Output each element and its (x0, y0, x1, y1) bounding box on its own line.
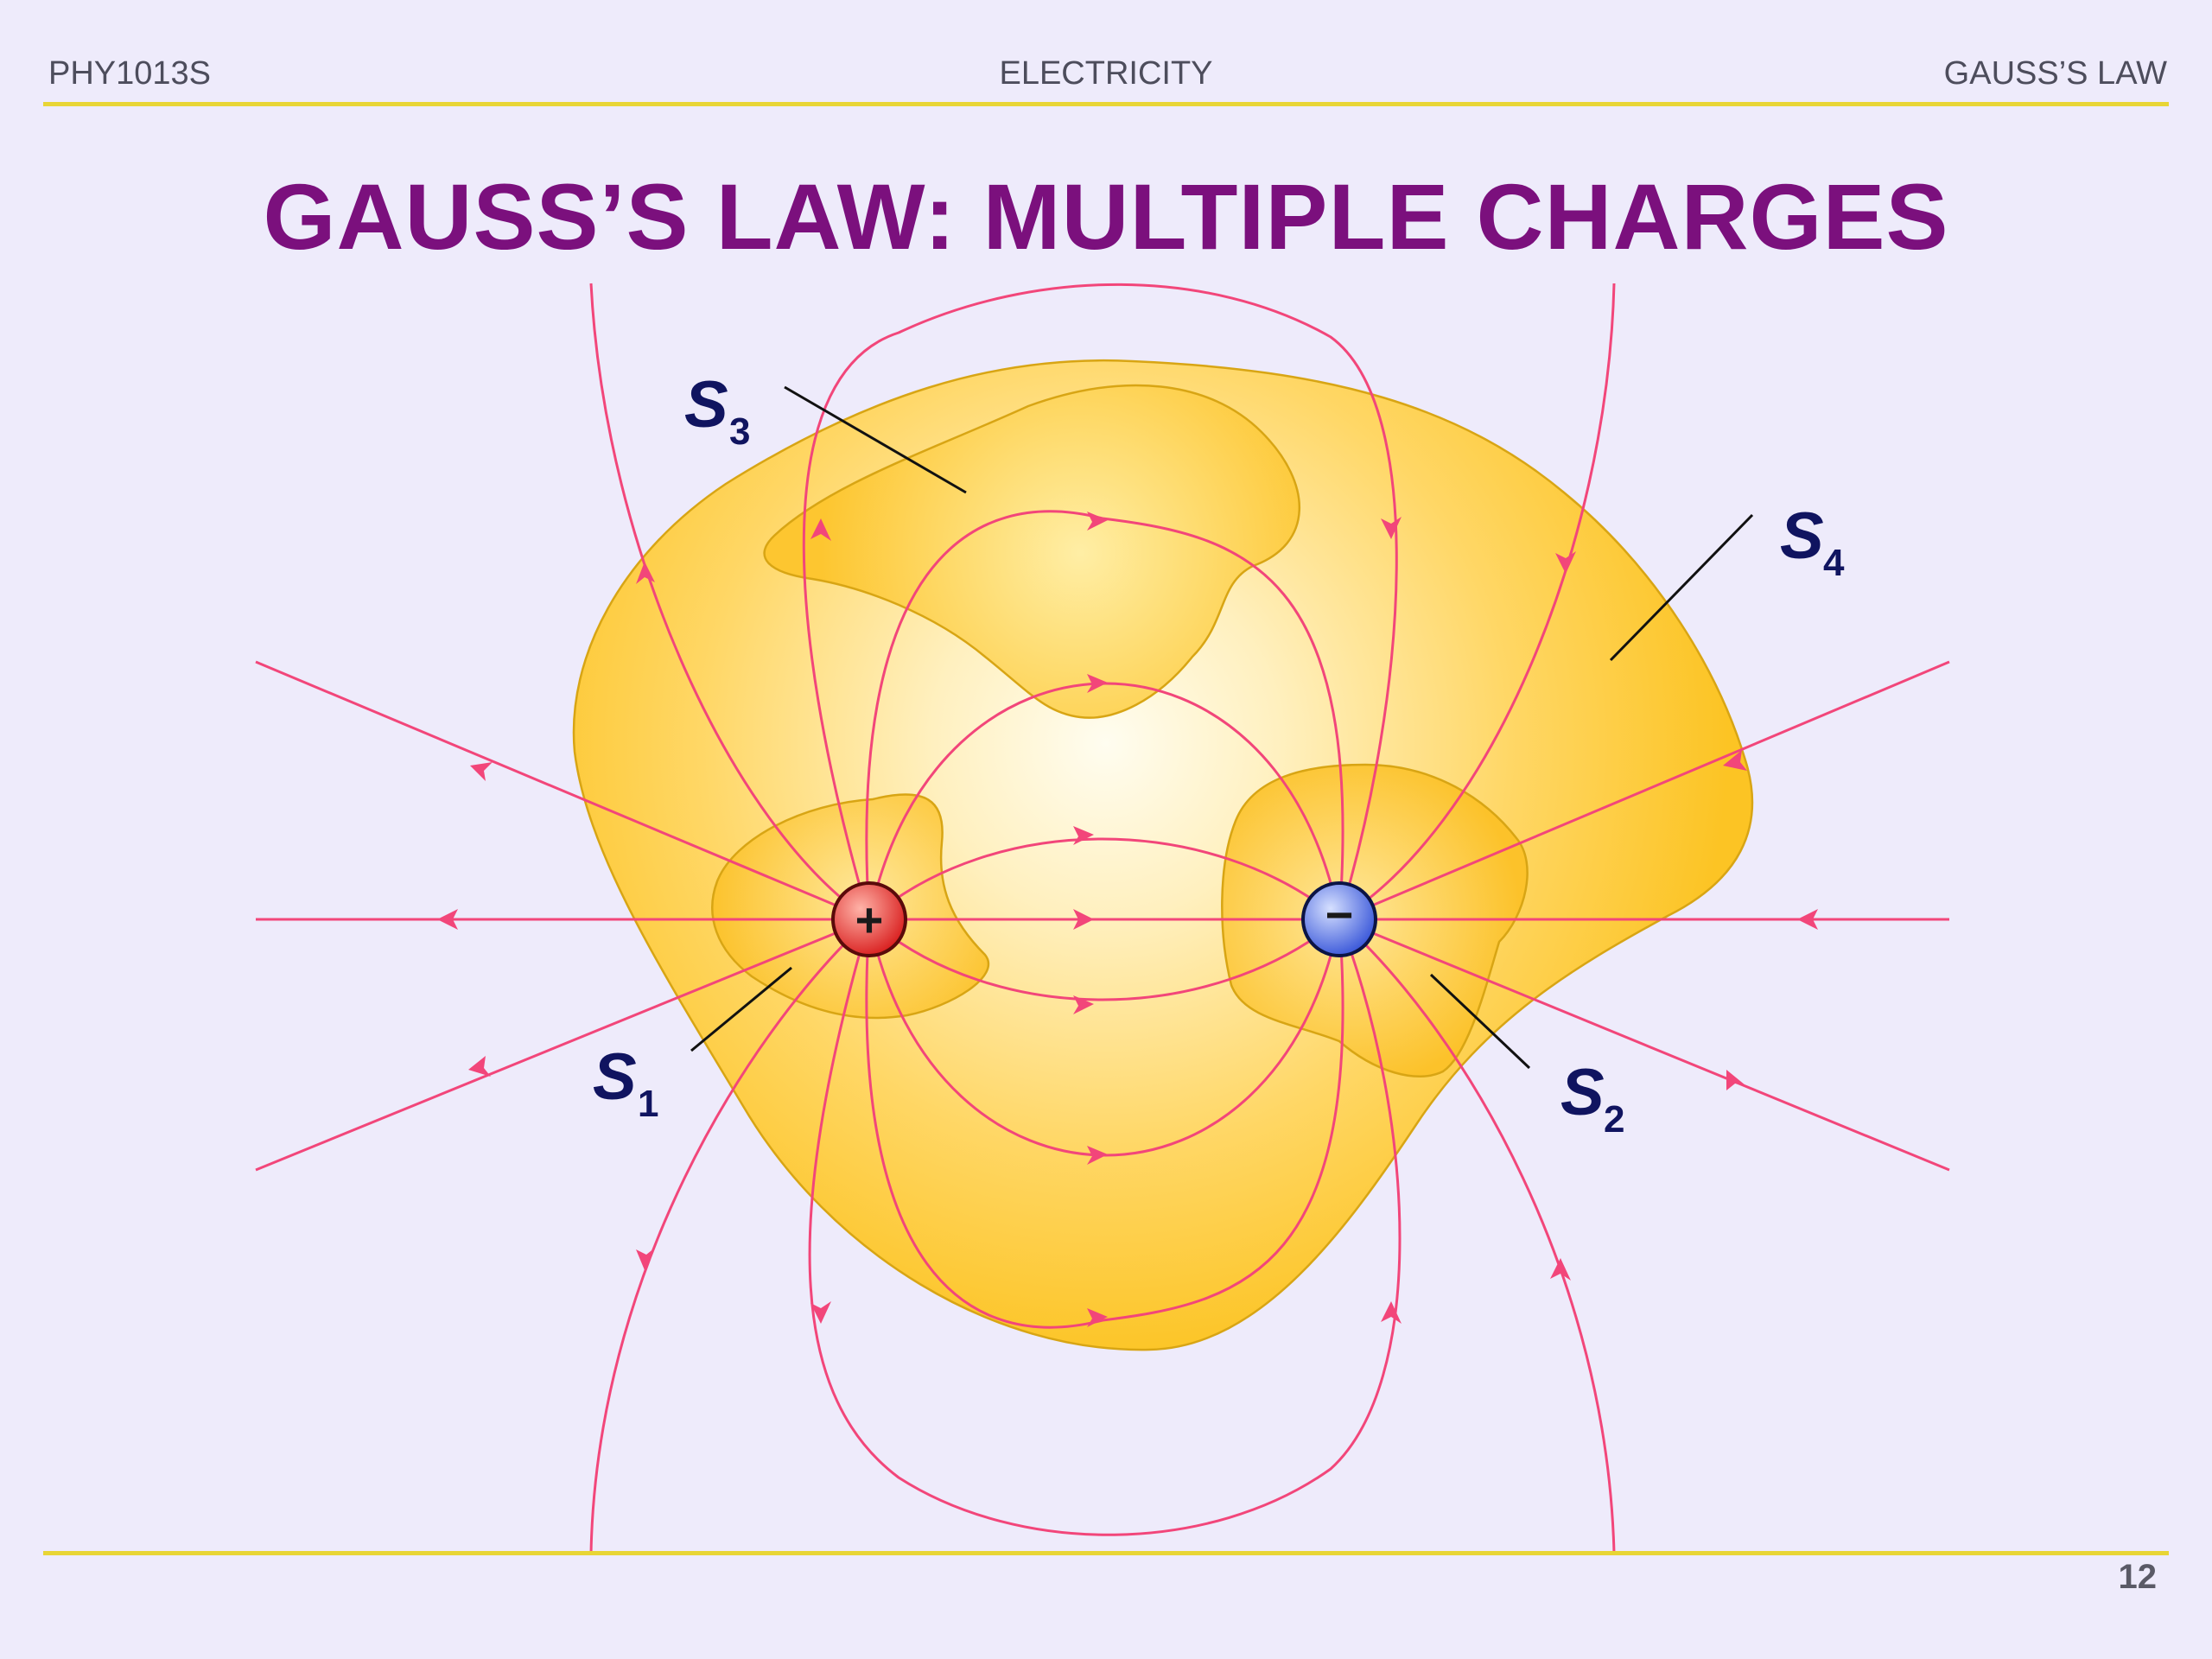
label-s2-index: 2 (1604, 1098, 1624, 1141)
arrow-head (1797, 909, 1818, 930)
field-line (802, 283, 1398, 920)
arrow-head (636, 562, 655, 584)
surface-s4 (572, 359, 1754, 1351)
arrow-head (1087, 1308, 1108, 1327)
positive-charge: + (831, 881, 907, 957)
arrow-head (468, 1056, 491, 1077)
footer-rule (43, 1551, 2169, 1555)
topic-title: GAUSS’S LAW (1943, 55, 2167, 92)
arrow-head (1723, 750, 1747, 771)
label-s4-letter: S (1780, 499, 1824, 573)
label-leaders (690, 385, 1754, 1070)
field-line (255, 918, 870, 1172)
field-line (1338, 283, 1616, 921)
field-arrows (437, 512, 1818, 1327)
field-line (868, 837, 1340, 921)
leader-s2 (1429, 973, 1531, 1070)
field-line (255, 660, 870, 921)
label-s4-index: 4 (1823, 542, 1845, 584)
arrow-head (1550, 1258, 1571, 1281)
field-line (865, 918, 1344, 1329)
arrow-head (1087, 674, 1108, 693)
page-number: 12 (2118, 1558, 2158, 1596)
arrow-head (1073, 826, 1094, 845)
arrow-head (636, 1248, 655, 1270)
leader-s1 (690, 966, 792, 1052)
field-line (589, 918, 871, 1554)
arrow-head (1073, 995, 1094, 1014)
arrow-head (1381, 517, 1402, 539)
negative-sign: − (1325, 887, 1354, 942)
arrow-head (810, 518, 831, 541)
label-s4: S 4 (1780, 499, 1845, 584)
label-s3-index: 3 (729, 410, 750, 453)
label-s1-index: 1 (638, 1083, 658, 1125)
label-s1-letter: S (593, 1040, 637, 1114)
field-line (1338, 660, 1950, 921)
slide-title: GAUSS’S LAW: MULTIPLE CHARGES (263, 164, 1949, 269)
field-line (868, 918, 1340, 1001)
positive-sign: + (855, 893, 884, 947)
negative-charge: − (1301, 881, 1377, 957)
label-s2-letter: S (1560, 1056, 1605, 1129)
field-line (808, 918, 1402, 1536)
arrow-head (470, 762, 493, 781)
field-line (1338, 918, 1950, 1172)
field-line (1338, 918, 1616, 1554)
arrow-head (1087, 512, 1108, 531)
label-s3-letter: S (684, 368, 728, 442)
label-s1: S 1 (593, 1040, 658, 1125)
field-line (589, 283, 870, 921)
leader-s4 (1609, 513, 1754, 662)
label-s2: S 2 (1560, 1056, 1624, 1141)
header-rule (43, 102, 2169, 106)
arrow-head (1726, 1070, 1745, 1090)
arrow-head (1087, 1146, 1108, 1165)
arrow-head (1073, 909, 1094, 930)
arrow-head (810, 1301, 831, 1324)
leader-s3 (784, 385, 967, 494)
subject-title: ELECTRICITY (999, 55, 1213, 92)
label-s3: S 3 (684, 368, 750, 453)
arrow-head (437, 909, 458, 930)
arrow-head (1555, 551, 1576, 574)
arrow-head (1381, 1301, 1402, 1324)
course-code: PHY1013S (48, 55, 212, 92)
